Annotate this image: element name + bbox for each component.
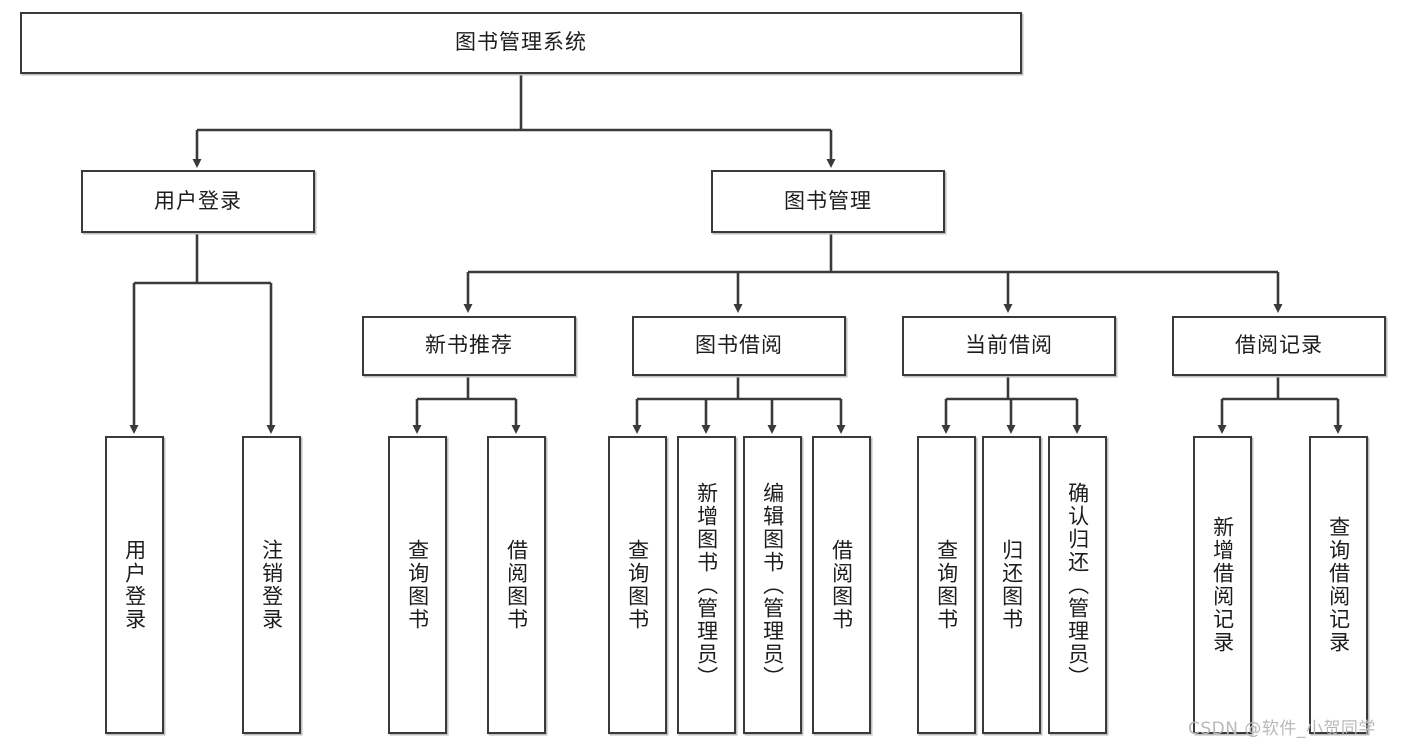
node-borrow-record[interactable]: 借阅记录	[1172, 316, 1386, 376]
node-leaf-query-borrow-record-label: 查询借阅记录	[1326, 516, 1351, 654]
node-book-manage[interactable]: 图书管理	[711, 170, 945, 233]
node-leaf-borrow-book[interactable]: 借阅图书	[812, 436, 871, 734]
node-leaf-logout-label: 注销登录	[259, 539, 284, 631]
node-book-borrow[interactable]: 图书借阅	[632, 316, 846, 376]
node-book-borrow-label: 图书借阅	[695, 333, 783, 358]
node-leaf-query-book-borrow[interactable]: 查询图书	[608, 436, 667, 734]
node-leaf-edit-book-admin-label: 编辑图书（管理员）	[760, 481, 785, 689]
node-leaf-confirm-return-admin[interactable]: 确认归还（管理员）	[1048, 436, 1107, 734]
node-borrow-record-label: 借阅记录	[1235, 333, 1323, 358]
node-leaf-add-borrow-record-label: 新增借阅记录	[1210, 516, 1235, 654]
node-leaf-query-book-current[interactable]: 查询图书	[917, 436, 976, 734]
node-user-login-label: 用户登录	[154, 188, 242, 213]
node-book-manage-label: 图书管理	[784, 188, 872, 213]
node-leaf-query-book-borrow-label: 查询图书	[625, 539, 650, 631]
node-current-borrow[interactable]: 当前借阅	[902, 316, 1116, 376]
node-leaf-query-book-current-label: 查询图书	[934, 539, 959, 631]
node-root-label: 图书管理系统	[455, 30, 587, 55]
node-new-book-rec-label: 新书推荐	[425, 333, 513, 358]
node-leaf-user-login[interactable]: 用户登录	[105, 436, 164, 734]
node-leaf-borrow-book-rec-label: 借阅图书	[504, 539, 529, 631]
node-new-book-rec[interactable]: 新书推荐	[362, 316, 576, 376]
node-leaf-logout[interactable]: 注销登录	[242, 436, 301, 734]
node-leaf-add-book-admin-label: 新增图书（管理员）	[694, 481, 719, 689]
node-leaf-return-book[interactable]: 归还图书	[982, 436, 1041, 734]
node-leaf-query-book-rec[interactable]: 查询图书	[388, 436, 447, 734]
node-leaf-user-login-label: 用户登录	[122, 539, 147, 631]
node-leaf-return-book-label: 归还图书	[999, 539, 1024, 631]
node-leaf-add-book-admin[interactable]: 新增图书（管理员）	[677, 436, 736, 734]
node-user-login[interactable]: 用户登录	[81, 170, 315, 233]
node-leaf-confirm-return-admin-label: 确认归还（管理员）	[1065, 481, 1090, 689]
node-leaf-edit-book-admin[interactable]: 编辑图书（管理员）	[743, 436, 802, 734]
node-leaf-query-borrow-record[interactable]: 查询借阅记录	[1309, 436, 1368, 734]
node-leaf-borrow-book-rec[interactable]: 借阅图书	[487, 436, 546, 734]
node-leaf-borrow-book-label: 借阅图书	[829, 539, 854, 631]
node-root[interactable]: 图书管理系统	[20, 12, 1022, 74]
node-leaf-query-book-rec-label: 查询图书	[405, 539, 430, 631]
node-leaf-add-borrow-record[interactable]: 新增借阅记录	[1193, 436, 1252, 734]
node-current-borrow-label: 当前借阅	[965, 333, 1053, 358]
